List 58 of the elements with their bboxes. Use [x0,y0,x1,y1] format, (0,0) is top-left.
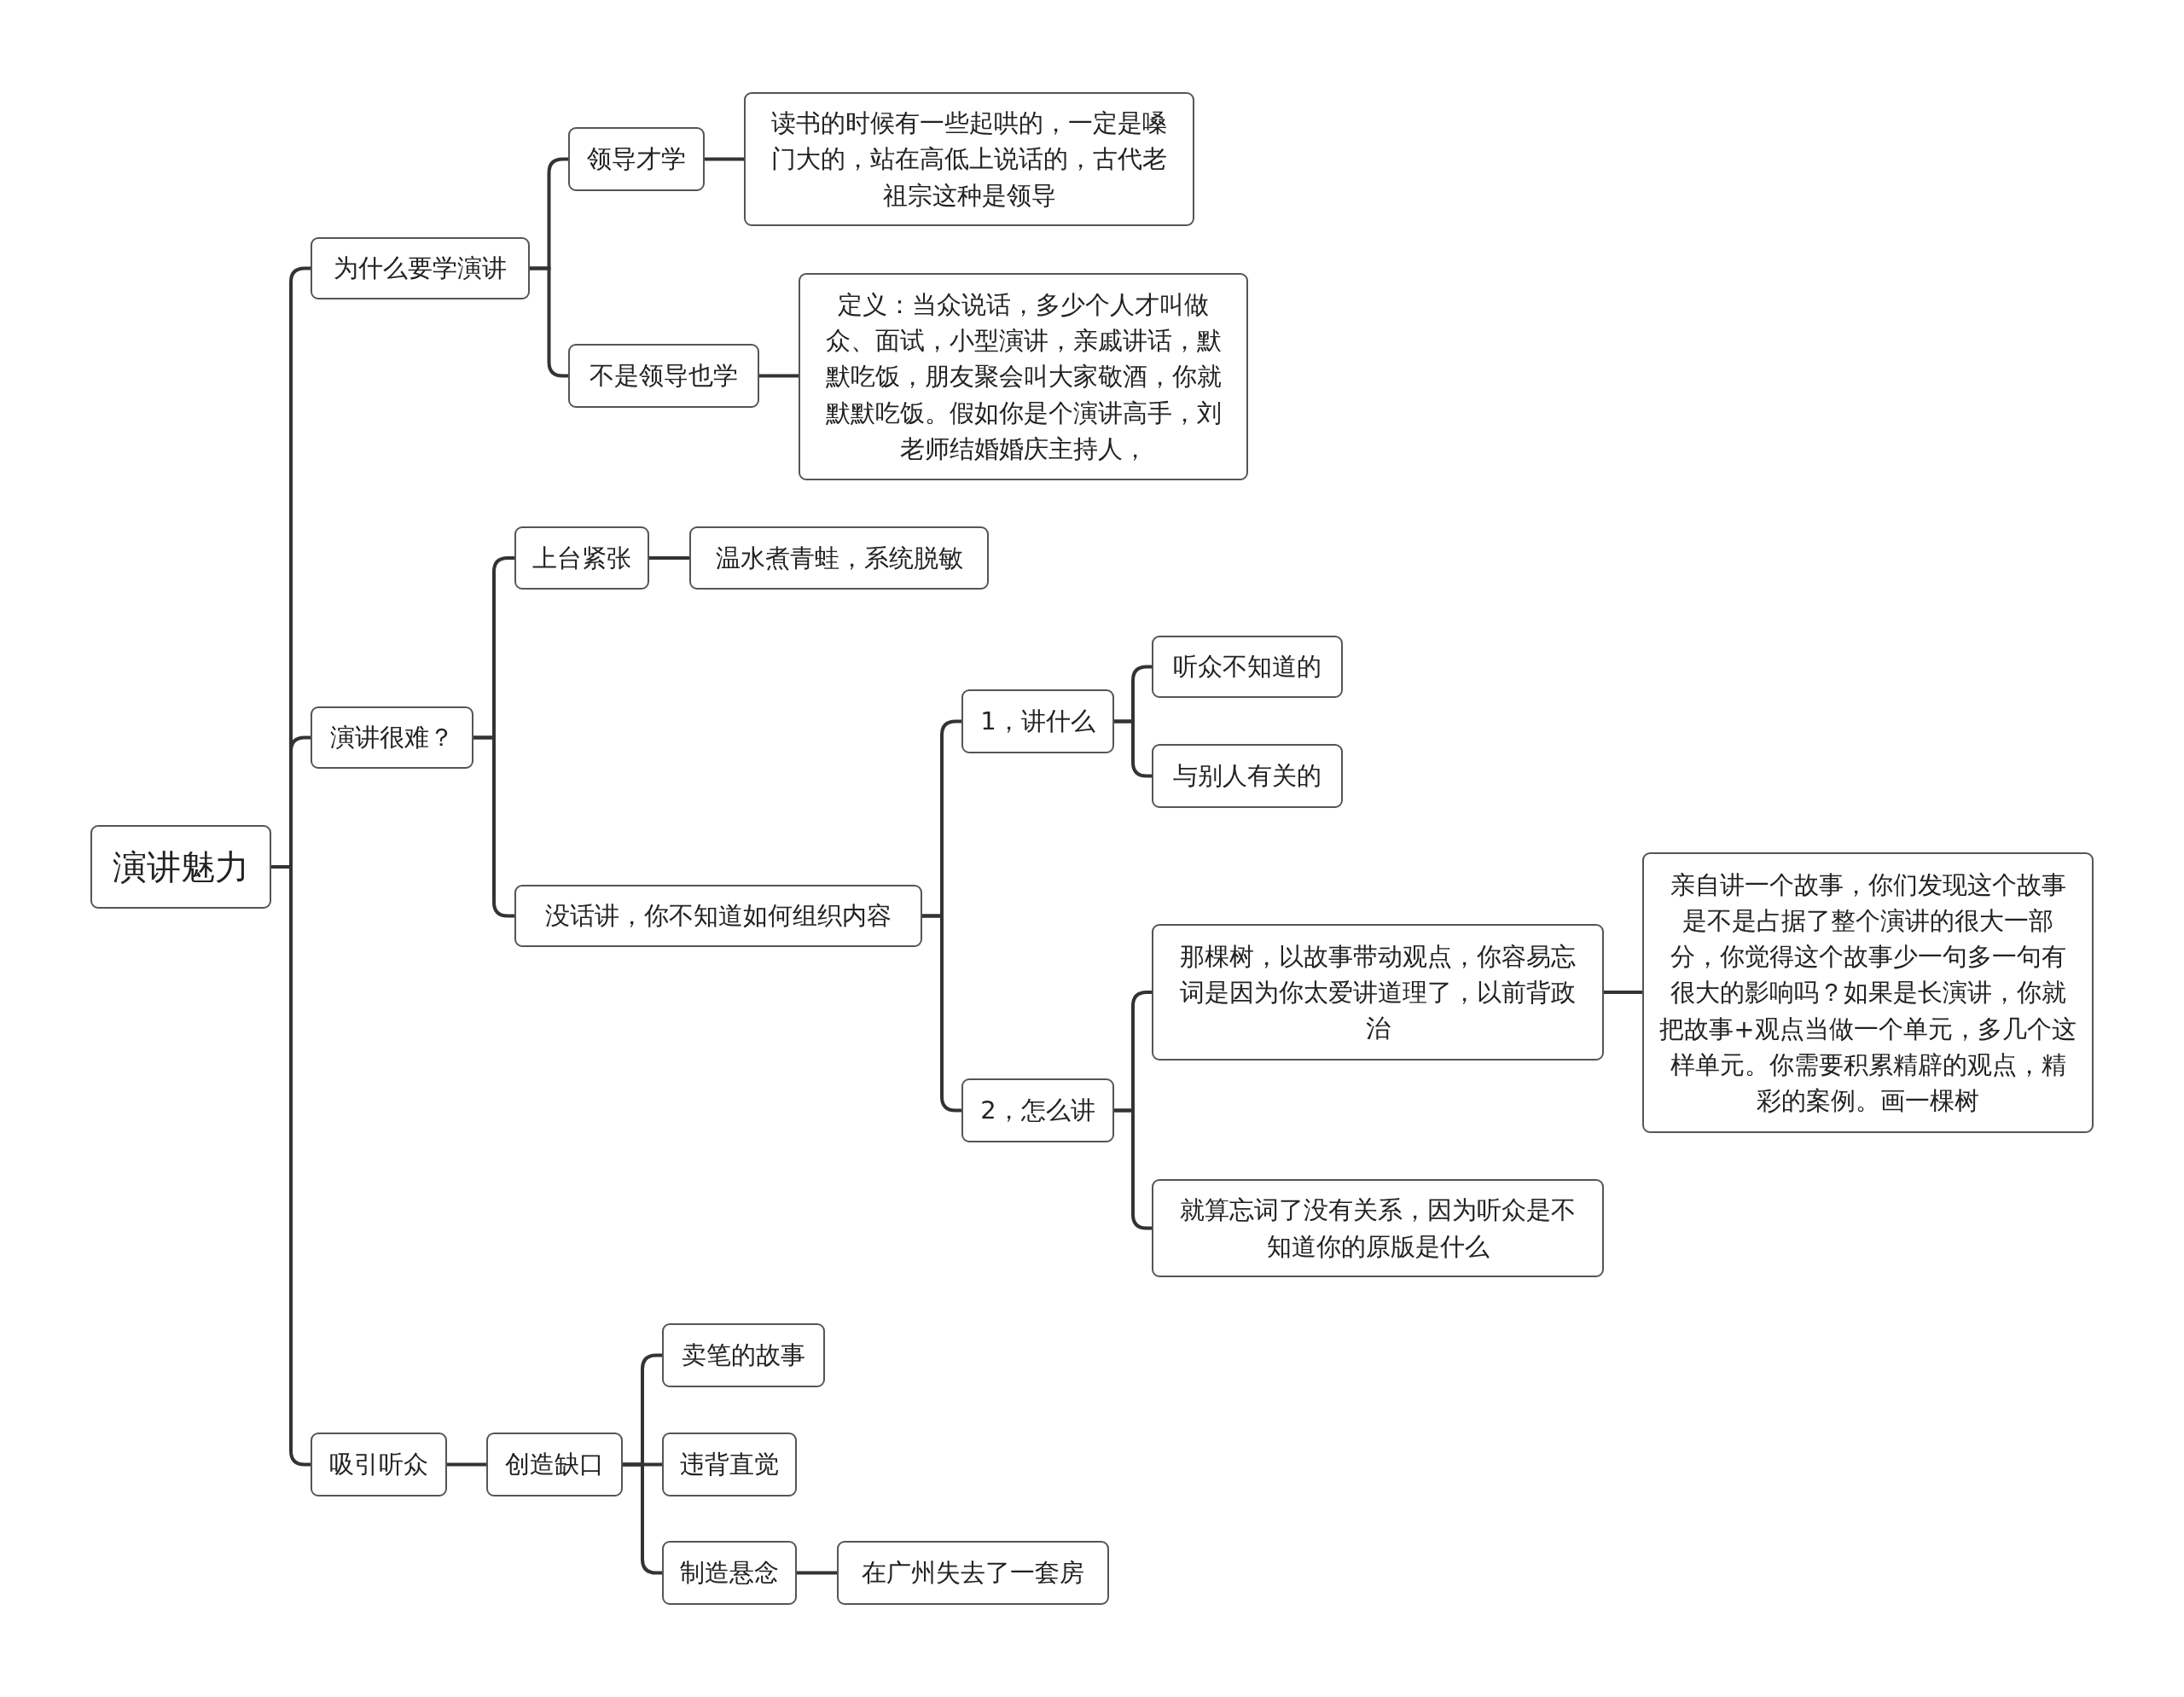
central-topic-box [90,825,271,909]
topic-text: 创造缺口 [505,1449,604,1481]
topic-box [486,1433,623,1496]
topic-box [662,1433,797,1496]
connector-line [797,1571,837,1575]
topic-text: 制造悬念 [680,1557,779,1589]
topic-box [311,1433,447,1496]
connector-line [759,374,799,378]
connector-line [1114,719,1152,778]
topic-text: 违背直觉 [680,1449,779,1481]
topic-text: 1，讲什么 [980,706,1095,738]
topic-box [689,526,989,590]
topic-text: 2，怎么讲 [980,1095,1095,1127]
topic-box [1152,744,1343,808]
topic-box [311,237,530,299]
connector-line [447,1462,486,1467]
topic-box [961,1078,1114,1142]
topic-box [1152,1179,1604,1277]
topic-text: 没话讲，你不知道如何组织内容 [545,900,892,933]
topic-box [514,526,649,590]
connector-line [922,914,961,1113]
topic-text: 亲自讲一个故事，你们发现这个故事是不是占据了整个演讲的很大一部分，你觉得这个故事少一句多一句有很大的影响吗？如果是长演讲，你就把故事+观点当做一个单元，多几个这样单元。你需要积累精辟的观点，精彩的案例。画一棵树 [1659,869,2077,1117]
topic-box [961,689,1114,753]
topic-text: 那棵树，以故事带动观点，你容易忘词是因为你太爱讲道理了，以前背政治 [1179,940,1577,1044]
topic-text: 与别人有关的 [1173,760,1321,793]
topic-box [568,344,759,408]
topic-box [662,1541,797,1605]
connector-line [473,735,514,918]
topic-text: 为什么要学演讲 [334,253,507,285]
topic-text: 不是领导也学 [590,360,738,392]
connector-line [530,266,568,378]
topic-box [662,1323,825,1387]
topic-text: 听众不知道的 [1173,651,1321,683]
topic-box [1642,852,2094,1133]
topic-box [514,885,922,947]
topic-text: 定义：当众说话，多少个人才叫做众、面试，小型演讲，亲戚讲话，默默吃饭，朋友聚会叫大家敬酒，你就默默吃饭。假如你是个演讲高手，刘老师结婚婚庆主持人， [824,289,1223,465]
connector-line [623,1462,662,1575]
topic-text: 在广州失去了一套房 [862,1557,1084,1589]
topic-box [837,1541,1109,1605]
topic-box [744,92,1194,226]
topic-text: 就算忘词了没有关系，因为听众是不知道你的原版是什么 [1179,1194,1577,1263]
topic-text: 领导才学 [587,143,686,176]
connector-line [705,157,744,161]
connector-line [1604,991,1642,994]
topic-text: 演讲很难？ [330,722,454,754]
connector-line [649,556,689,560]
topic-box [1152,636,1343,698]
topic-text: 演讲魅力 [113,846,249,888]
topic-text: 温水煮青蛙，系统脱敏 [715,542,963,574]
topic-text: 吸引听众 [329,1449,428,1481]
connector-line [1114,1108,1152,1230]
topic-box [568,127,705,191]
topic-text: 读书的时候有一些起哄的，一定是嗓门大的，站在高低上说话的，古代老祖宗这种是领导 [770,108,1168,212]
topic-text: 上台紧张 [532,542,631,574]
topic-box [311,706,473,769]
topic-box [799,273,1248,480]
topic-text: 卖笔的故事 [682,1340,805,1372]
topic-box [1152,924,1604,1061]
